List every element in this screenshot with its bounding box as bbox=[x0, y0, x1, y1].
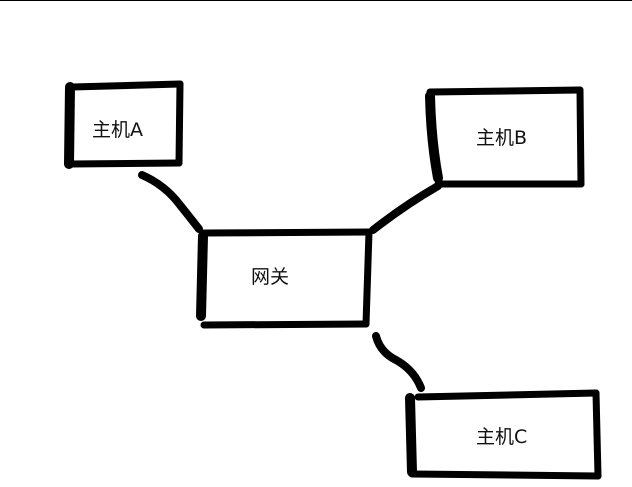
host-b-label: 主机B bbox=[476, 127, 528, 149]
edge-gateway-host-a bbox=[138, 171, 203, 233]
host-c-box bbox=[405, 389, 602, 480]
gateway-box bbox=[196, 228, 373, 329]
edge-gateway-host-b bbox=[369, 182, 442, 234]
host-b-box bbox=[425, 86, 585, 188]
top-border-line bbox=[0, 0, 632, 1]
host-a-label: 主机A bbox=[92, 119, 143, 141]
host-a-box bbox=[64, 80, 184, 169]
edge-gateway-host-c bbox=[372, 332, 425, 392]
host-c-label: 主机C bbox=[476, 426, 528, 448]
gateway-label: 网关 bbox=[251, 266, 290, 288]
